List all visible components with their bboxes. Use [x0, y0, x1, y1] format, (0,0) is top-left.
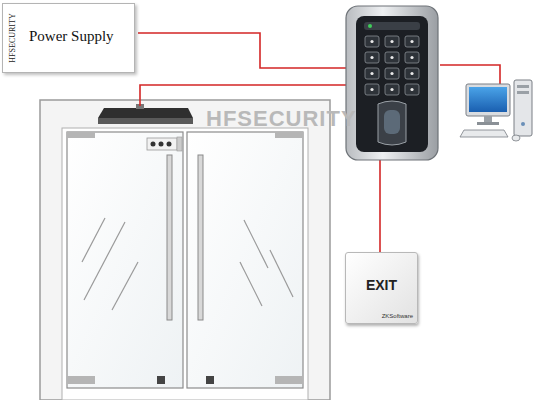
- exit-button: EXIT ZKSoftware: [345, 252, 418, 324]
- button-label: EXIT: [346, 277, 417, 293]
- watermark: HFSECURITY: [206, 106, 357, 132]
- power-supply-box: HFSECURITY Power Supply: [2, 3, 135, 73]
- brand-text: ZKSoftware: [382, 313, 413, 319]
- magnetic-lock: [98, 104, 193, 124]
- access-terminal: [346, 6, 438, 160]
- wires: [138, 33, 500, 252]
- door-frame: [40, 100, 330, 400]
- brand-text: HFSECURITY: [8, 13, 17, 62]
- computer: [460, 80, 532, 141]
- glass-doors: [67, 132, 303, 388]
- node-title: Power Supply: [29, 28, 114, 45]
